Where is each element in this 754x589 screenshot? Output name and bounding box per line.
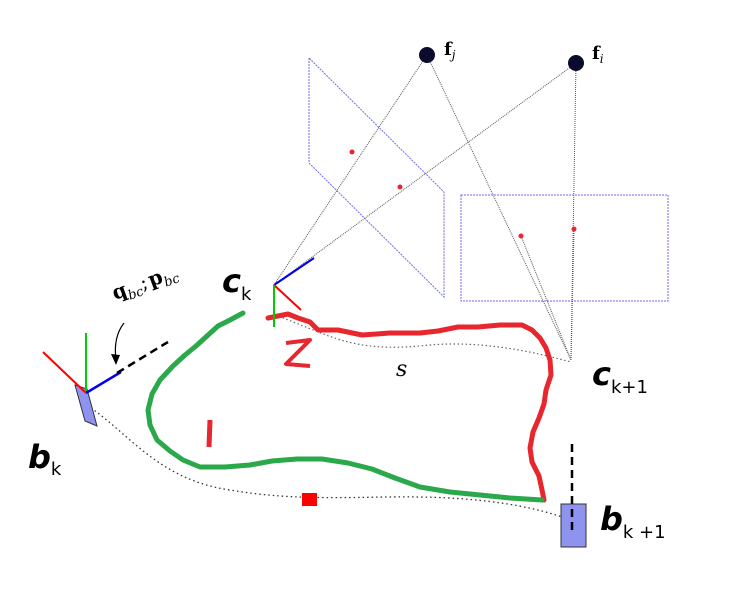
projection-rays [273, 54, 577, 361]
camera-trajectory-mark-bar [206, 419, 213, 448]
scale-marker [302, 493, 317, 506]
label-ck1: ck+1 [592, 355, 648, 398]
extrinsic-label: qbc;pbc [109, 259, 183, 309]
extrinsic-arrow [114, 322, 125, 361]
feature-point-fi [568, 55, 584, 71]
extrinsic-arrowhead [111, 354, 120, 365]
feature-label-fi: fi [592, 43, 604, 66]
label-scale: s [396, 357, 407, 382]
imu-body-bk [74, 384, 98, 427]
imu-path [90, 407, 571, 521]
image-plane-right [460, 194, 669, 302]
camera-trajectory-mark-z [284, 338, 312, 368]
camera-frame-ck-axes [273, 257, 315, 327]
camera-trajectory [265, 311, 554, 503]
projected-points [349, 149, 577, 239]
imu-trajectory [145, 310, 545, 503]
label-bk1: bk +1 [600, 500, 666, 543]
label-bk: bk [28, 438, 62, 480]
extrinsic-link-dashed [116, 340, 169, 375]
feature-point-fj [419, 47, 435, 63]
feature-label-fj: fj [444, 39, 456, 62]
scale-path-camera [274, 314, 572, 363]
label-ck: ck [222, 262, 252, 305]
imu-frame-bk-axes [42, 333, 122, 395]
imu-body-bk1 [560, 503, 587, 548]
image-plane-left [308, 56, 445, 299]
